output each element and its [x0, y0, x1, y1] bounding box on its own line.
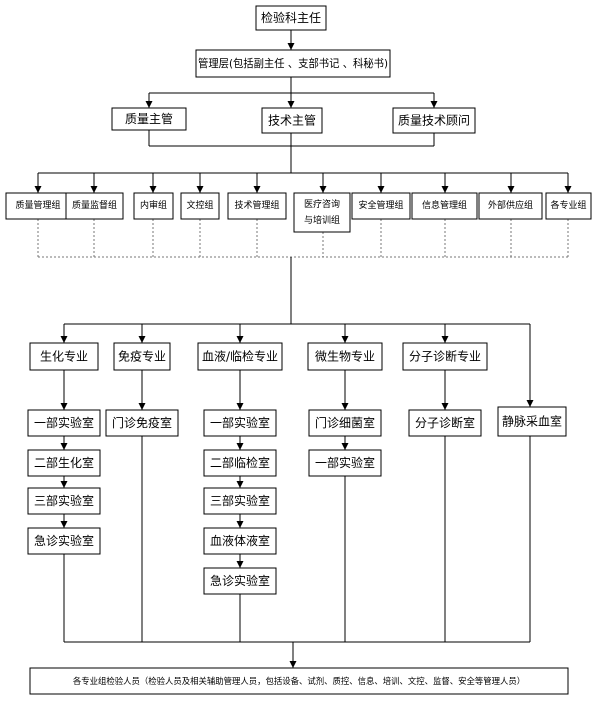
g4-label: 文控组 [186, 199, 213, 211]
g2-label: 质量监督组 [72, 199, 117, 211]
director-label: 检验科主任 [261, 10, 321, 25]
bl2-label: 二部临检室 [210, 455, 270, 470]
consultant-box [392, 107, 476, 134]
bio2-label: 二部生化室 [34, 455, 94, 470]
mo1-label: 分子诊断室 [415, 415, 475, 430]
g3-box [133, 192, 174, 220]
g7-box [351, 192, 411, 220]
dashed-group-frame [37, 219, 569, 258]
biochem-label: 生化专业 [40, 349, 88, 364]
g6-label-line2: 与培训组 [304, 214, 340, 226]
biochem-box [29, 342, 99, 371]
g4-box [180, 192, 220, 220]
consultant-label: 质量技术顾问 [398, 114, 470, 128]
g9-box [478, 192, 543, 220]
mi1-label: 门诊细菌室 [315, 415, 375, 430]
bl4-box [203, 527, 277, 555]
quality-box [111, 107, 187, 131]
bio4-label: 急诊实验室 [34, 533, 94, 548]
management-box [195, 49, 391, 78]
bl5-label: 急诊实验室 [210, 573, 270, 588]
staff-box [29, 667, 569, 695]
bl3-label: 三部实验室 [210, 493, 270, 508]
bl1-box [203, 409, 277, 437]
g6-label-line1: 医疗咨询 [304, 198, 340, 210]
g1-label: 质量管理组 [15, 199, 60, 211]
g9-label: 外部供应组 [488, 199, 533, 211]
tech-box [261, 107, 323, 134]
management-label: 管理层(包括副主任 、支部书记 、科秘书) [198, 56, 388, 70]
g10-box [545, 192, 592, 220]
connectors [34, 30, 572, 193]
venous-box [497, 406, 567, 437]
g2-box [65, 192, 124, 220]
boxes [5, 5, 592, 695]
bio3-box [27, 487, 101, 515]
bio2-box [27, 449, 101, 477]
venous-label: 静脉采血室 [502, 414, 562, 429]
staff-label: 各专业组检验人员（检验人员及相关辅助管理人员，包括设备、试剂、质控、信息、培训、… [73, 676, 525, 686]
bl3-box [203, 487, 277, 515]
g8-label: 信息管理组 [422, 199, 467, 211]
g6-box [293, 192, 351, 233]
mi2-label: 一部实验室 [315, 455, 375, 470]
g3-label: 内审组 [140, 199, 167, 211]
bl4-label: 血液体液室 [210, 533, 270, 548]
imm1-box [105, 409, 179, 437]
molecular-label: 分子诊断专业 [409, 349, 481, 364]
bl5-box [203, 567, 277, 595]
bl2-box [203, 449, 277, 477]
micro-label: 微生物专业 [315, 349, 375, 364]
mi2-box [308, 449, 382, 477]
g7-label: 安全管理组 [358, 199, 403, 211]
g8-box [411, 192, 478, 220]
blood-box [197, 342, 283, 371]
immuno-label: 免疫专业 [118, 349, 166, 364]
immuno-box [113, 342, 171, 371]
bio1-label: 一部实验室 [34, 415, 94, 430]
director-box [255, 5, 327, 31]
bl1-label: 一部实验室 [210, 415, 270, 430]
g5-label: 技术管理组 [234, 199, 279, 211]
bio3-label: 三部实验室 [34, 493, 94, 508]
quality-label: 质量主管 [125, 111, 173, 126]
bio4-box [27, 527, 101, 555]
blood-label: 血液/临检专业 [202, 349, 278, 364]
mi1-box [308, 409, 382, 437]
imm1-label: 门诊免疫室 [112, 415, 172, 430]
bio1-box [27, 409, 101, 437]
g1-box [5, 192, 71, 220]
connectors-lower [60, 257, 534, 668]
g5-box [227, 192, 287, 220]
tech-label: 技术主管 [268, 113, 316, 128]
molecular-box [402, 342, 488, 371]
micro-box [307, 342, 383, 371]
mo1-box [408, 409, 482, 437]
g10-label: 各专业组 [550, 199, 586, 211]
